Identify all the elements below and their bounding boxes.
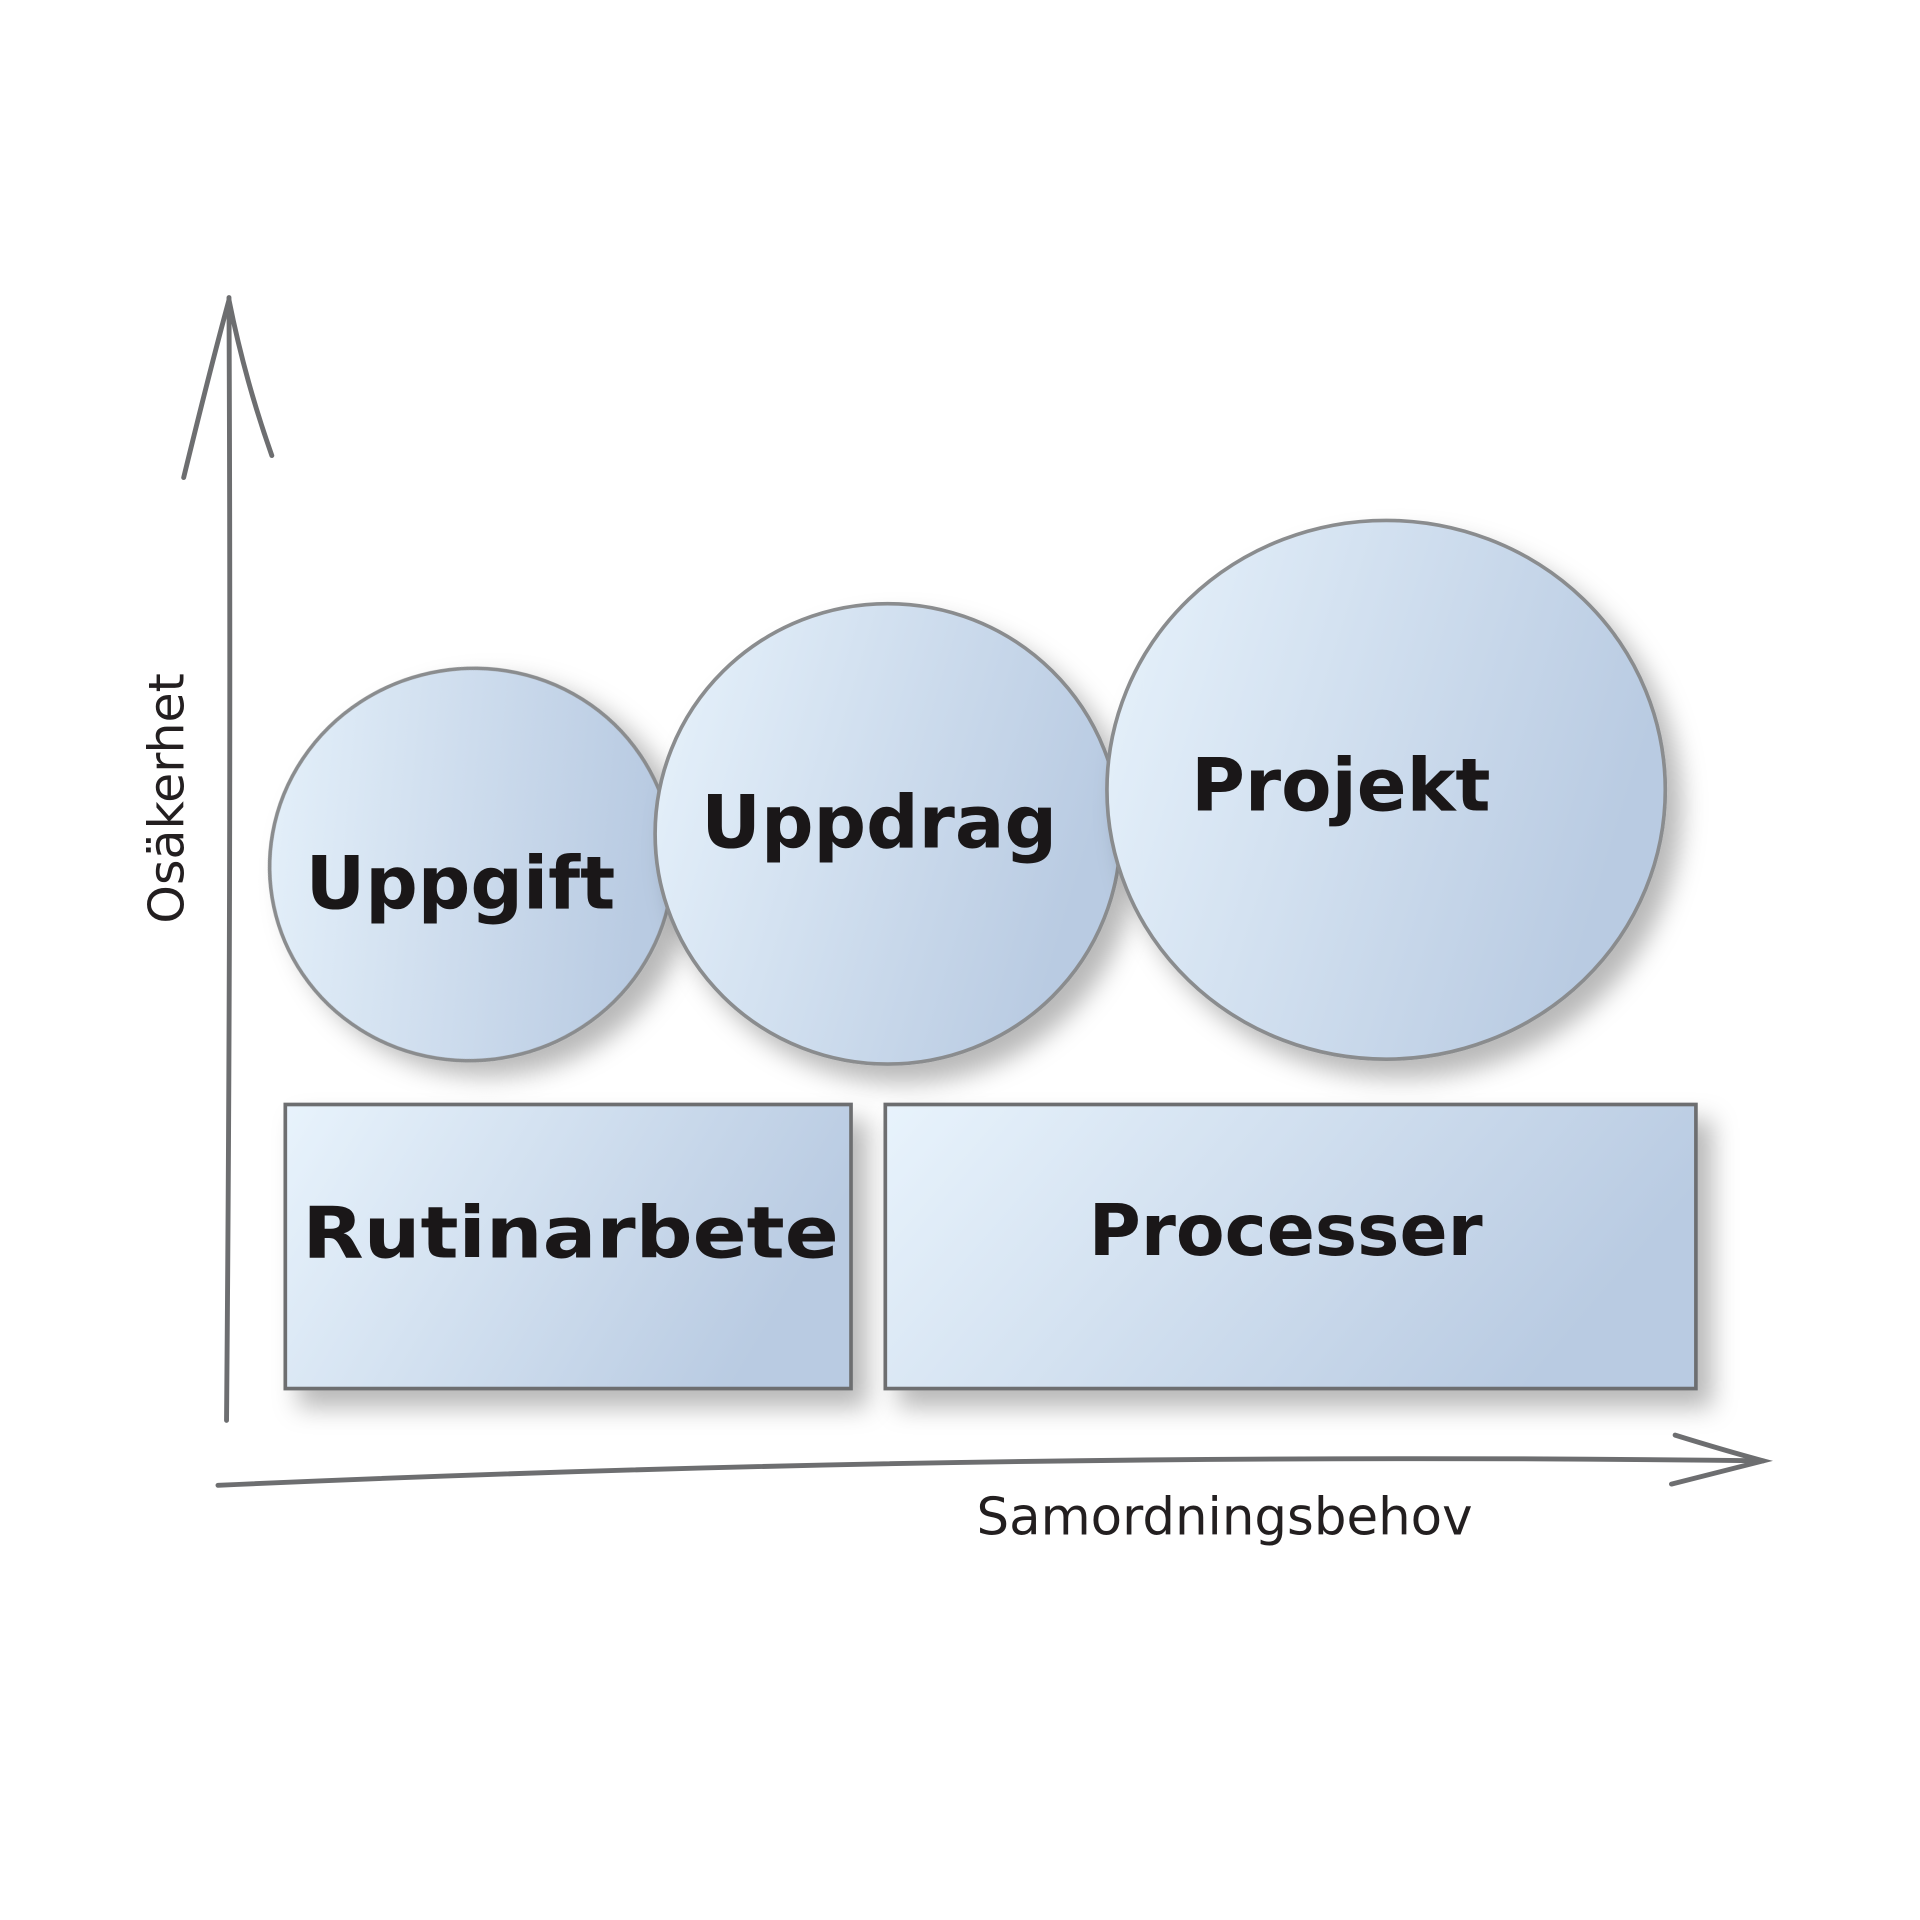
bubble-projekt <box>1105 518 1668 1062</box>
block-rutinarbete <box>283 1102 853 1391</box>
y-axis <box>181 295 275 1423</box>
block-processer <box>883 1102 1698 1391</box>
bubble-label-uppgift: Uppgift <box>306 842 616 927</box>
y-axis-arrowhead <box>181 299 275 480</box>
x-axis-arrowhead <box>1668 1432 1774 1487</box>
x-axis-label: Samordningsbehov <box>976 1487 1472 1547</box>
block-label-processer: Processer <box>1089 1189 1483 1272</box>
bubble-label-projekt: Projekt <box>1191 744 1490 829</box>
bubble-label-uppdrag: Uppdrag <box>701 780 1057 865</box>
y-axis-label: Osäkerhet <box>139 673 196 923</box>
x-axis <box>215 1432 1774 1488</box>
block-label-rutinarbete: Rutinarbete <box>302 1192 838 1275</box>
